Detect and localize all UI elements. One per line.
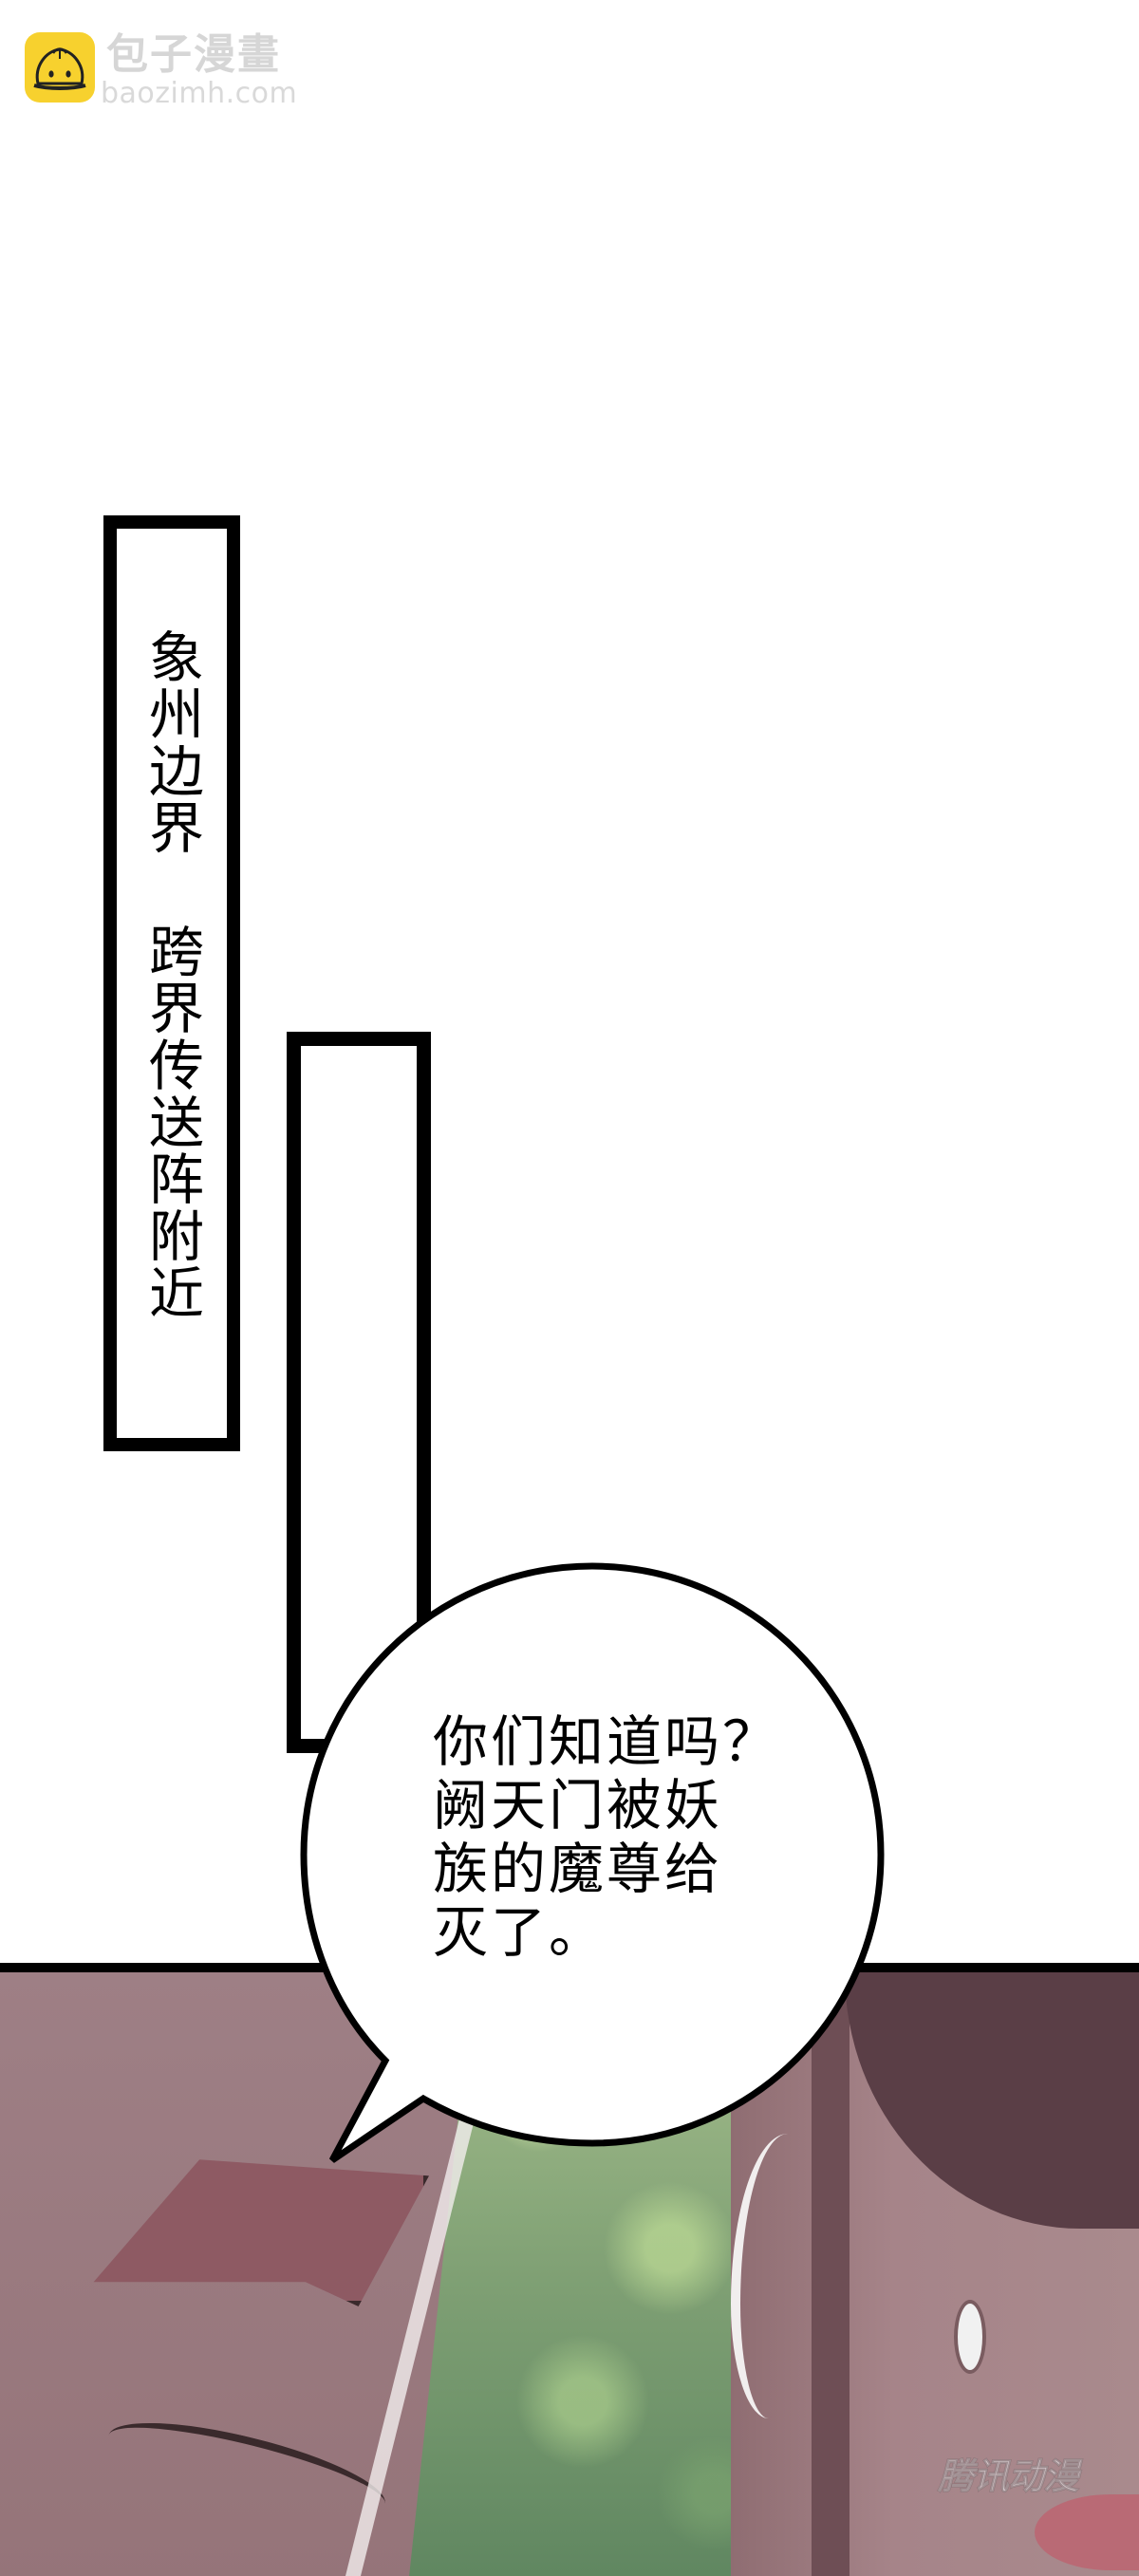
steamed-bun-logo-icon [25,32,95,103]
site-name: 包子漫畫 [106,30,281,79]
character-cheek-outline [731,2134,826,2418]
speech-bubble-text: 你们知道吗？ 阙天门被妖 族的魔尊给 灭了。 [433,1710,794,1965]
character-hair-strand [812,1972,850,2576]
speech-line: 族的魔尊给 [433,1837,723,1901]
speech-line: 你们知道吗？ [433,1709,781,1774]
speech-line: 灭了。 [433,1900,607,1965]
speech-line: 阙天门被妖 [433,1773,723,1838]
speech-bubble-shape [300,1562,885,2163]
character-eye [954,2300,986,2374]
publisher-watermark: 腾讯动漫 [938,2455,1080,2498]
caption-box: 象州边界 跨界传送阵附近 [103,515,240,1451]
site-url: baozimh.com [101,77,298,110]
speech-bubble: 你们知道吗？ 阙天门被妖 族的魔尊给 灭了。 [300,1562,886,2163]
caption-text: 象州边界 跨界传送阵附近 [140,628,204,1321]
empty-caption-box [287,1032,431,1753]
